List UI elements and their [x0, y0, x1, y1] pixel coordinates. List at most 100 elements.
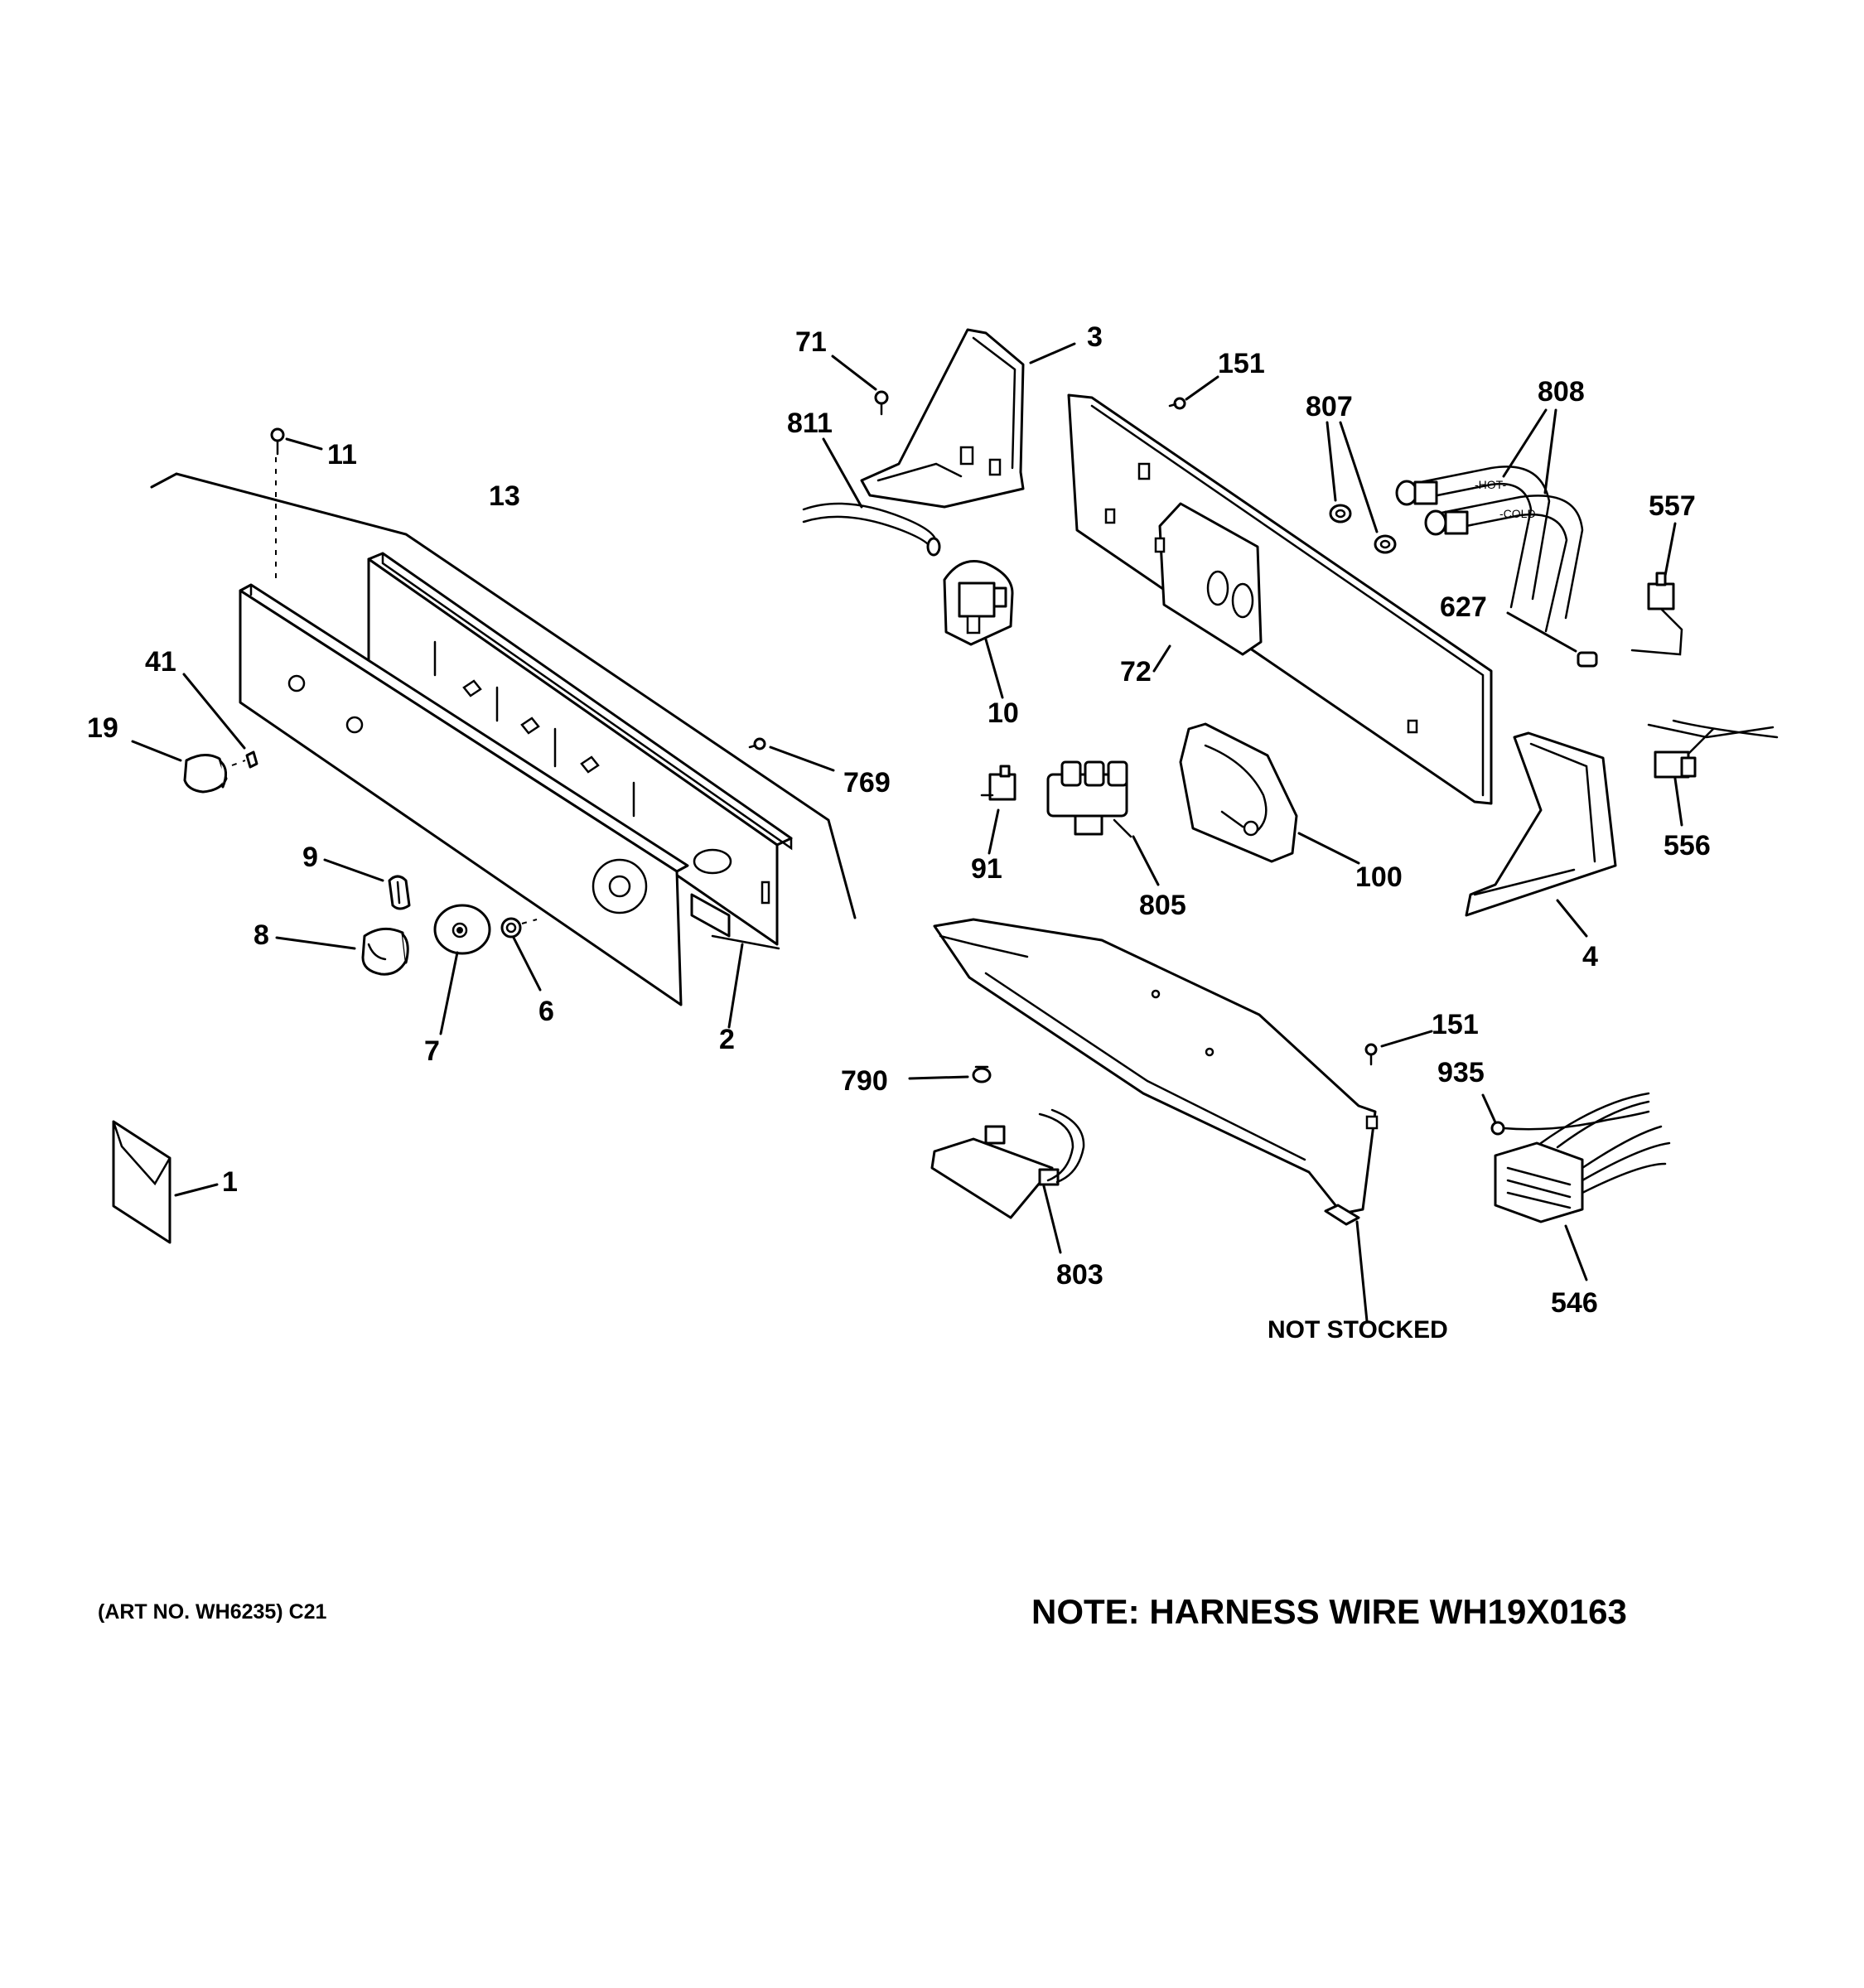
part-805-water-valve — [1046, 760, 1132, 838]
leader-2 — [727, 943, 744, 1029]
callout-7: 7 — [424, 1035, 440, 1067]
callout-627: 627 — [1440, 591, 1487, 623]
part-1-literature-envelope — [112, 1120, 171, 1244]
callout-6: 6 — [538, 996, 554, 1027]
callout-2: 2 — [719, 1024, 735, 1055]
callout-811: 811 — [787, 408, 833, 439]
leader-935 — [1481, 1093, 1497, 1124]
leader-151-upper — [1185, 375, 1219, 401]
leader-line-13 — [150, 472, 857, 919]
part-2-front-control-panel — [239, 583, 689, 1006]
callout-11: 11 — [327, 439, 357, 470]
callout-808: 808 — [1538, 376, 1585, 408]
part-71-screw — [874, 390, 889, 416]
leader-807b — [1339, 421, 1379, 533]
part-811-pressure-tube — [802, 502, 941, 557]
leader-71 — [831, 355, 877, 391]
part-556-harness-plug — [1647, 719, 1779, 779]
part-151-screw-upper — [1168, 397, 1186, 410]
art-number-note: (ART NO. WH6235) C21 — [98, 1600, 327, 1624]
leader-556 — [1673, 777, 1683, 827]
part-100-timer — [1179, 722, 1298, 863]
callout-19: 19 — [87, 712, 118, 744]
part-769-screw — [748, 737, 766, 750]
callout-41: 41 — [145, 646, 176, 678]
leader-not-stocked — [1355, 1220, 1369, 1323]
part-19-knob — [183, 754, 228, 794]
leader-100 — [1297, 832, 1360, 865]
callout-803: 803 — [1056, 1259, 1103, 1291]
part-41-insert — [231, 750, 258, 769]
leader-41 — [182, 673, 246, 750]
callout-91: 91 — [971, 853, 1002, 885]
leader-9 — [323, 858, 384, 882]
part-7-dial — [433, 904, 491, 955]
part-13-rear-control-panel — [367, 552, 793, 950]
part-9-clip — [388, 875, 411, 910]
leader-4 — [1556, 899, 1588, 938]
leader-3 — [1029, 342, 1076, 364]
leader-6 — [512, 936, 542, 992]
hose-hot-label: -HOT- — [1475, 478, 1506, 491]
leader-72 — [1152, 644, 1171, 673]
callout-151-upper: 151 — [1218, 348, 1265, 379]
part-not-stocked-bracket — [933, 918, 1379, 1226]
part-3-left-end-cap-bracket — [860, 328, 1025, 509]
leader-811 — [822, 437, 863, 509]
callout-9: 9 — [302, 842, 318, 873]
callout-8: 8 — [254, 919, 269, 951]
leader-10 — [984, 638, 1004, 699]
part-807-washers — [1329, 504, 1397, 554]
leader-546 — [1564, 1224, 1588, 1281]
part-11-screw — [270, 427, 285, 580]
callout-not-stocked: NOT STOCKED — [1268, 1316, 1448, 1344]
part-72-rear-panel — [1067, 393, 1493, 805]
callout-935: 935 — [1437, 1057, 1485, 1088]
callout-13: 13 — [489, 480, 520, 512]
leader-807a — [1326, 421, 1337, 502]
leader-790 — [908, 1075, 969, 1080]
callout-71: 71 — [795, 326, 827, 358]
callout-72: 72 — [1120, 656, 1152, 688]
leader-19 — [131, 740, 182, 762]
part-546-wire-harness-block — [1494, 1092, 1671, 1223]
callout-1: 1 — [222, 1166, 238, 1198]
callout-557: 557 — [1649, 490, 1696, 522]
leader-805 — [1132, 835, 1160, 886]
callout-3: 3 — [1087, 321, 1103, 353]
hose-cold-label: -COLD- — [1499, 507, 1540, 520]
callout-100: 100 — [1355, 861, 1403, 893]
callout-4: 4 — [1582, 941, 1598, 972]
callout-790: 790 — [841, 1065, 888, 1097]
callout-805: 805 — [1139, 890, 1186, 921]
callout-151-lower: 151 — [1432, 1009, 1479, 1040]
part-91-switch — [980, 765, 1017, 801]
callout-10: 10 — [988, 697, 1019, 729]
part-557-plug — [1630, 572, 1683, 656]
leader-11 — [285, 437, 323, 451]
leader-8 — [275, 936, 356, 950]
part-808-fill-hoses: -HOT- -COLD- — [1395, 466, 1584, 633]
callout-556: 556 — [1664, 830, 1711, 861]
callout-546: 546 — [1551, 1287, 1598, 1319]
part-803-air-dome-assembly — [930, 1108, 1085, 1219]
leader-1 — [174, 1183, 219, 1197]
callout-807: 807 — [1306, 391, 1353, 422]
leader-769 — [769, 746, 835, 772]
part-10-pressure-switch — [943, 560, 1014, 646]
part-4-right-end-cap-bracket — [1465, 731, 1617, 917]
part-627-connector — [1577, 651, 1598, 668]
part-8-knob — [361, 927, 409, 976]
leader-808b — [1543, 408, 1557, 495]
part-6-nut — [500, 917, 538, 939]
leader-151-lower — [1380, 1030, 1433, 1048]
part-790-hose-clamp — [972, 1065, 992, 1083]
leader-7 — [439, 951, 459, 1035]
leader-91 — [988, 808, 1000, 855]
leader-803 — [1042, 1185, 1062, 1254]
leader-627 — [1506, 611, 1577, 653]
callout-769: 769 — [843, 767, 891, 799]
leader-808a — [1502, 408, 1548, 478]
harness-wire-note: NOTE: HARNESS WIRE WH19X0163 — [1031, 1592, 1627, 1631]
